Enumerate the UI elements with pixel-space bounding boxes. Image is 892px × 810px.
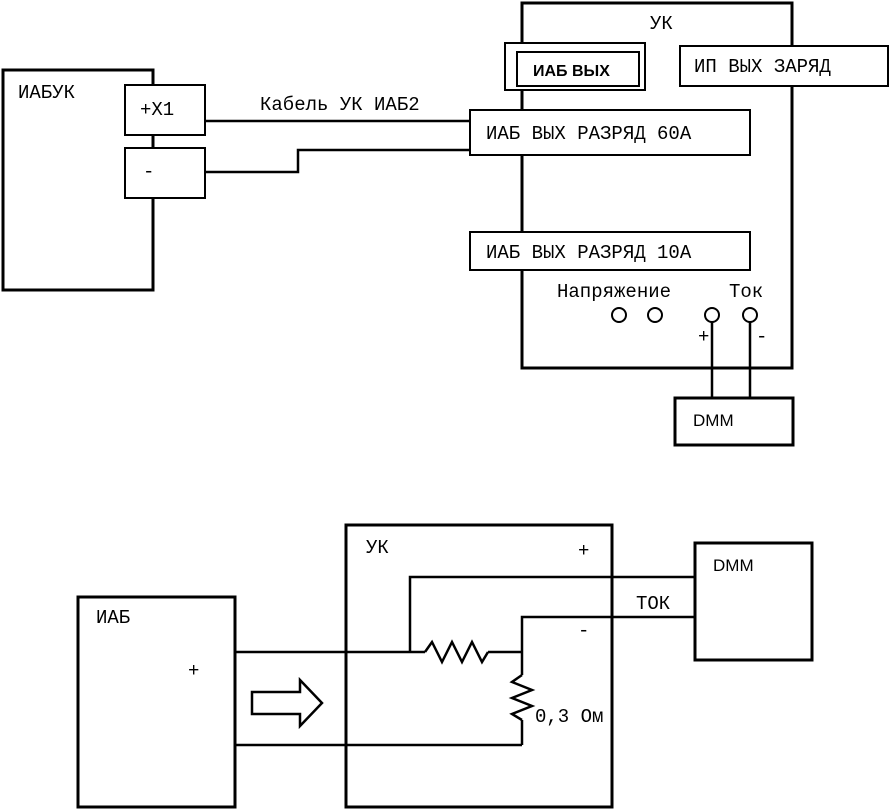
x1-minus-terminal	[124, 147, 206, 199]
current-jack-minus	[742, 307, 758, 323]
ip-out-charge-label: ИП ВЫХ ЗАРЯД	[694, 56, 831, 78]
iab-out-inner-frame	[516, 51, 640, 87]
dmm-label-top: DMM	[693, 411, 734, 430]
current-label-bottom: ТОК	[636, 593, 670, 615]
x1-minus-label: -	[143, 161, 154, 183]
iab-out-label: ИАБ ВЫХ	[533, 63, 610, 80]
ip-out-charge-connector	[679, 45, 889, 87]
uk-label-bottom: УК	[366, 537, 389, 559]
x1-plus-terminal	[124, 84, 206, 136]
current-plus-sign-top: +	[698, 326, 709, 348]
current-minus-sign-top: -	[756, 326, 767, 348]
uk-label-top: УК	[650, 13, 673, 35]
voltage-label: Напряжение	[557, 281, 671, 303]
shunt-resistor-label: 0,3 Ом	[535, 706, 603, 728]
series-resistor	[423, 639, 490, 665]
direction-arrow-icon	[250, 676, 324, 730]
current-label-top: Ток	[729, 281, 763, 303]
uk-minus-sign-bottom: -	[578, 620, 589, 642]
uk-block-bottom	[344, 523, 614, 809]
voltage-jack-2	[647, 307, 663, 323]
iabuk-label: ИАБУК	[18, 82, 75, 104]
voltage-jack-1	[611, 307, 627, 323]
dmm-label-bottom: DMM	[713, 556, 754, 575]
iab-out-discharge-10a-connector	[469, 231, 751, 271]
iab-out-discharge-60a-label: ИАБ ВЫХ РАЗРЯД 60А	[486, 123, 692, 145]
shunt-resistor	[508, 673, 536, 722]
uk-plus-sign-bottom: +	[578, 540, 589, 562]
dmm-top	[673, 396, 795, 447]
cable-wire-minus	[205, 148, 470, 174]
dmm-bottom	[693, 541, 814, 662]
iab-out-discharge-10a-label: ИАБ ВЫХ РАЗРЯД 10А	[486, 242, 692, 264]
iab-out-discharge-60a-connector	[469, 109, 751, 156]
iab-plus-sign: +	[188, 660, 199, 682]
cable-label: Кабель УК ИАБ2	[260, 94, 420, 116]
current-jack-plus	[704, 307, 720, 323]
wire-sense-minus	[520, 615, 695, 652]
iab-block	[76, 595, 237, 809]
iab-label: ИАБ	[96, 607, 130, 629]
wire-sense-plus	[408, 575, 695, 652]
x1-plus-label: +X1	[140, 99, 174, 121]
